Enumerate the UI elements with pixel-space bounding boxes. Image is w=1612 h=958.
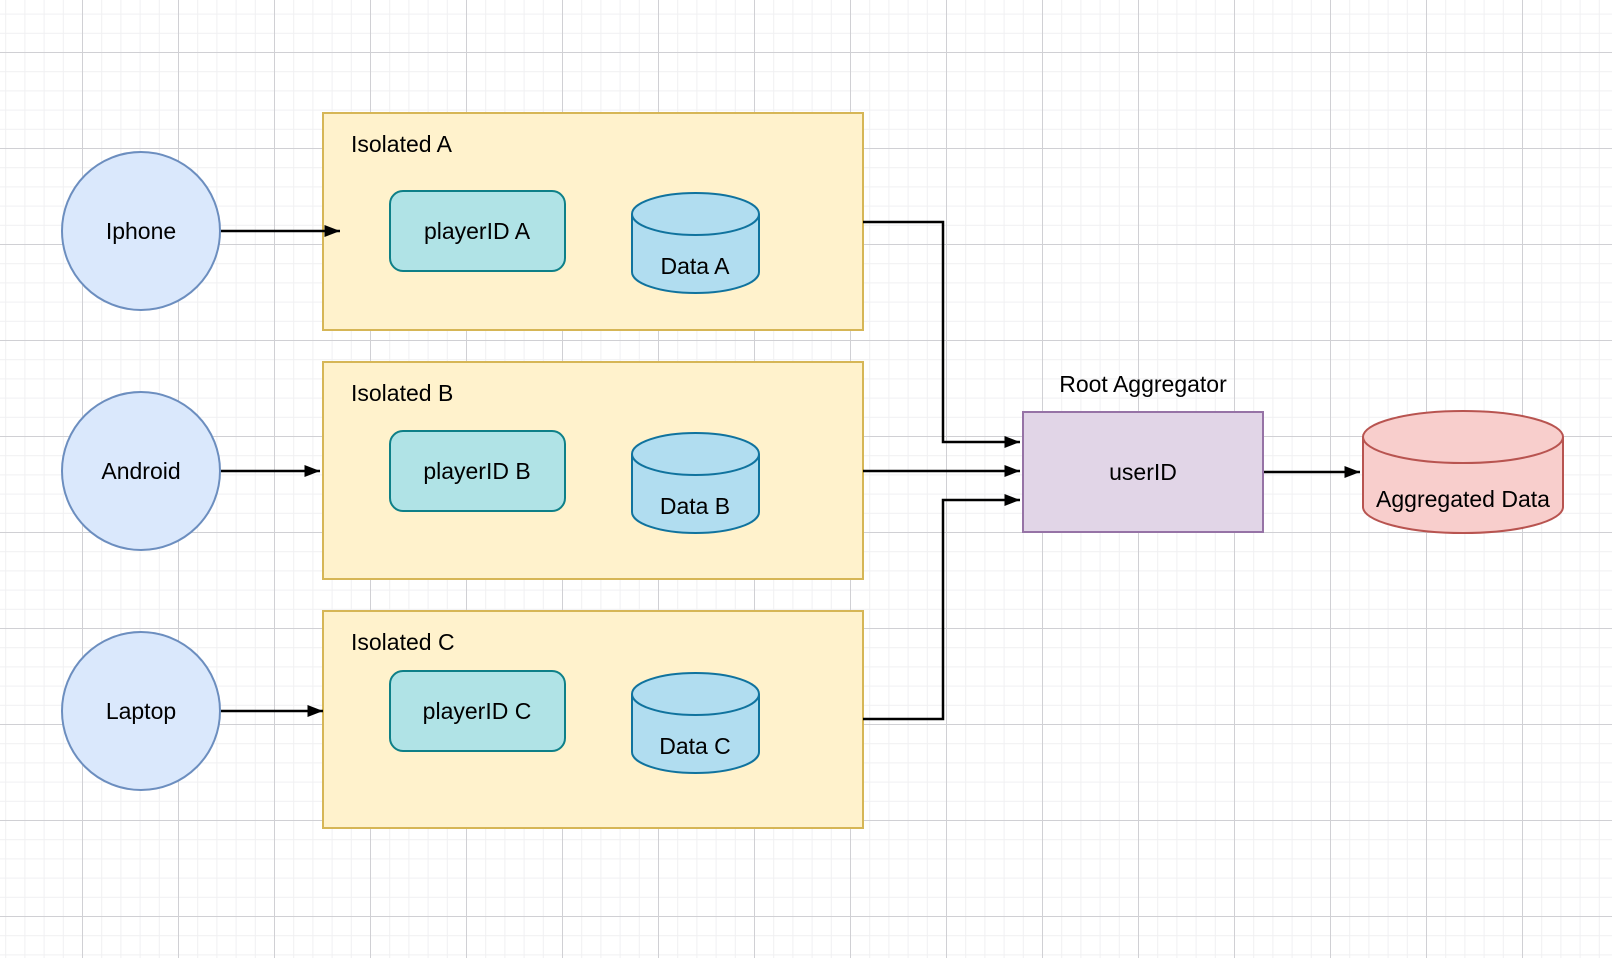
aggregator-label: userID [1109,459,1177,485]
device-circle[interactable] [61,151,221,311]
aggregated-data-body[interactable] [1362,410,1564,534]
device-label: Iphone [106,218,176,244]
device-circle[interactable] [61,631,221,791]
device-label: Laptop [106,698,176,724]
device-circle[interactable] [61,391,221,551]
aggregated-data-label: Aggregated Data [1376,486,1550,512]
device-node-iphone[interactable]: Iphone [61,151,221,311]
data-cylinder-label: Data A [660,253,730,279]
data-cylinder-label: Data C [659,733,731,759]
player-id-box[interactable] [389,430,566,512]
player-id-node-a[interactable]: playerID A [389,190,566,272]
device-node-android[interactable]: Android [61,391,221,551]
player-id-node-b[interactable]: playerID B [389,430,566,512]
aggregator-box[interactable] [1022,411,1264,533]
data-cylinder-a[interactable]: Data A [631,192,760,294]
aggregated-data-cylinder[interactable]: Aggregated Data [1362,410,1564,534]
data-cylinder-b[interactable]: Data B [631,432,760,534]
data-cylinder-lip [631,693,760,716]
player-id-label: playerID A [424,218,531,244]
container-label: Isolated B [351,380,453,406]
data-cylinder-lip [631,213,760,236]
player-id-node-c[interactable]: playerID C [389,670,566,752]
device-label: Android [101,458,180,484]
aggregator-node[interactable]: Root Aggregator userID [1022,371,1264,533]
aggregated-data-lip [1362,436,1564,464]
data-cylinder-label: Data B [660,493,730,519]
player-id-label: playerID C [423,698,532,724]
device-node-laptop[interactable]: Laptop [61,631,221,791]
aggregator-title: Root Aggregator [1059,371,1227,397]
edge-isolated-c-to-aggregator[interactable] [863,494,1020,721]
data-cylinder-body[interactable] [631,432,760,534]
player-id-label: playerID B [423,458,530,484]
player-id-box[interactable] [389,670,566,752]
player-id-box[interactable] [389,190,566,272]
container-label: Isolated A [351,131,453,157]
data-cylinder-lip [631,453,760,476]
data-cylinder-body[interactable] [631,192,760,294]
edge-isolated-a-to-aggregator[interactable] [863,220,1020,448]
data-cylinder-body[interactable] [631,672,760,774]
data-cylinder-c[interactable]: Data C [631,672,760,774]
container-label: Isolated C [351,629,455,655]
